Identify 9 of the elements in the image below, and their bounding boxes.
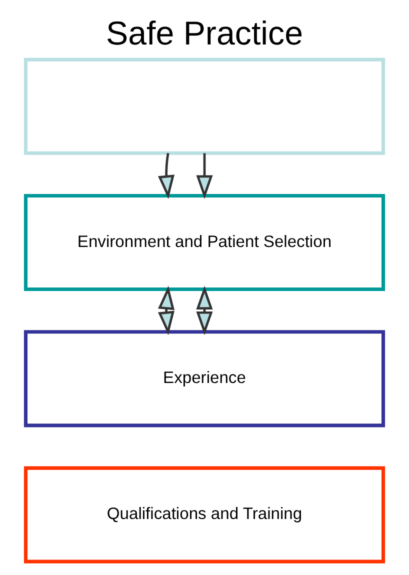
node-box	[24, 58, 386, 155]
arrow	[158, 153, 175, 199]
node-box: Environment and Patient Selection	[24, 194, 386, 292]
node-box: Experience	[24, 330, 386, 428]
arrow	[196, 153, 213, 199]
arrow	[158, 286, 175, 336]
node-box: Qualifications and Training	[24, 466, 386, 564]
arrow	[196, 286, 213, 336]
diagram-title: Safe Practice	[106, 16, 304, 53]
